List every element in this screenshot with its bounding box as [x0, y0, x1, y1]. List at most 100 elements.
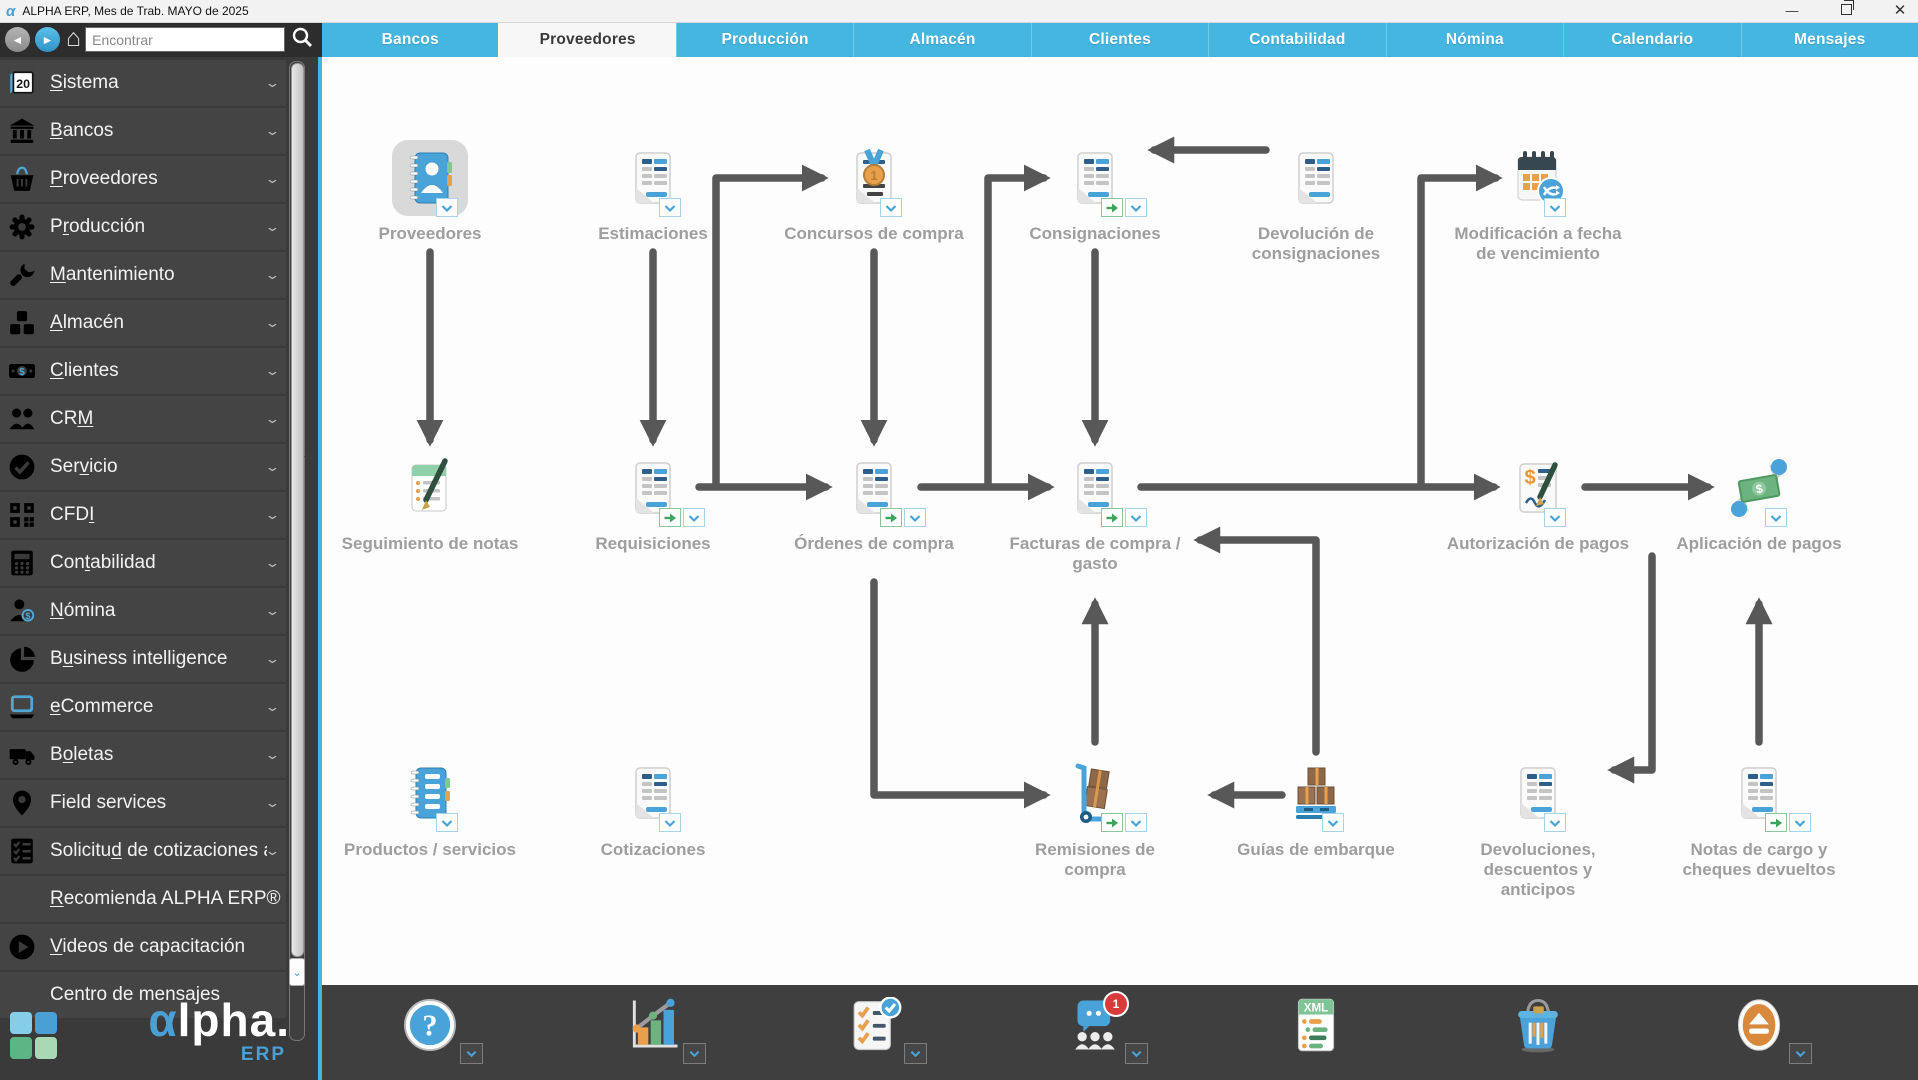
search-icon[interactable]	[291, 26, 313, 53]
tab-mensajes[interactable]: Mensajes	[1740, 22, 1918, 57]
sidebar-item-servicio[interactable]: Servicio⌄	[0, 444, 286, 490]
sidebar-item-ecommerce[interactable]: eCommerce⌄	[0, 684, 286, 730]
tab-nomina[interactable]: Nómina	[1385, 22, 1563, 57]
chevron-down-icon: ⌄	[264, 411, 281, 426]
window-grid-icon[interactable]	[10, 1012, 58, 1060]
sidebar-item-clientes[interactable]: Clientes⌄	[0, 348, 286, 394]
node-label: Facturas de compra / gasto	[1009, 534, 1181, 574]
tab-contabilidad[interactable]: Contabilidad	[1208, 22, 1385, 57]
quick-action-arrow-icon[interactable]	[1765, 813, 1787, 832]
eject-icon[interactable]	[1731, 997, 1787, 1053]
sidebar-item-produccion[interactable]: Producción⌄	[0, 204, 286, 250]
quick-action-arrow-icon[interactable]	[880, 508, 902, 527]
sidebar-scrollbar-thumb[interactable]	[290, 63, 304, 957]
chevron-down-icon[interactable]	[880, 198, 902, 217]
notepen-icon[interactable]	[398, 456, 462, 520]
tab-bancos[interactable]: Bancos	[381, 30, 439, 48]
tab-proveedores[interactable]: Proveedores	[498, 22, 676, 57]
chevron-down-icon[interactable]	[904, 508, 926, 527]
sidebar-item-cfdi[interactable]: CFDI⌄	[0, 492, 286, 538]
node-label: Productos / servicios	[344, 840, 516, 859]
chevron-down-icon[interactable]	[436, 198, 458, 217]
chevron-down-icon[interactable]	[1544, 508, 1566, 527]
chevron-down-icon[interactable]	[1789, 1043, 1812, 1064]
sidebar-item-solicitud-de-cotizaciones-a-c[interactable]: Solicitud de cotizaciones a C⌄	[0, 828, 286, 874]
scroll-down-icon[interactable]: ⌄	[289, 958, 305, 986]
doc-icon[interactable]	[1284, 146, 1348, 210]
tab-produccion[interactable]: Producción	[675, 22, 853, 57]
node-label: Autorización de pagos	[1446, 534, 1630, 553]
sidebar-item-label: Proveedores	[50, 168, 158, 189]
basket-icon[interactable]	[1510, 997, 1566, 1053]
quick-action-arrow-icon[interactable]	[1101, 508, 1123, 527]
minimize-button[interactable]: —	[1785, 3, 1799, 18]
sidebar-item-centro-de-mensajes[interactable]: Centro de mensajes	[0, 972, 286, 1018]
chevron-down-icon[interactable]	[683, 1043, 706, 1064]
chevron-down-icon[interactable]	[460, 1043, 483, 1064]
help-icon[interactable]	[402, 997, 458, 1053]
quick-action-arrow-icon[interactable]	[1101, 813, 1123, 832]
chevron-down-icon[interactable]	[436, 813, 458, 832]
tab-clientes[interactable]: Clientes	[1030, 22, 1208, 57]
chevron-down-icon[interactable]	[1125, 508, 1147, 527]
back-button[interactable]: ◄	[5, 27, 30, 52]
play-icon	[8, 932, 40, 962]
wrench-icon	[8, 260, 40, 290]
alpha-erp-logo: αlpha. ERP	[148, 994, 290, 1065]
sidebar-item-recomienda-alpha-erp[interactable]: Recomienda ALPHA ERP®	[0, 876, 286, 922]
xml-icon[interactable]	[1288, 997, 1344, 1053]
sidebar-item-proveedores[interactable]: Proveedores ⌄	[0, 156, 286, 202]
chevron-down-icon: ⌄	[264, 123, 281, 138]
chevron-down-icon[interactable]	[1544, 198, 1566, 217]
sidebar-item-boletas[interactable]: Boletas⌄	[0, 732, 286, 778]
chevron-down-icon[interactable]	[1322, 813, 1344, 832]
chevron-down-icon[interactable]	[1544, 813, 1566, 832]
stats-icon[interactable]	[625, 997, 681, 1053]
sidebar-edge-strip	[318, 57, 322, 1080]
sidebar-item-contabilidad[interactable]: Contabilidad⌄	[0, 540, 286, 586]
tasks-icon[interactable]	[846, 997, 902, 1053]
chevron-down-icon[interactable]	[1125, 198, 1147, 217]
close-button[interactable]: ✕	[1893, 2, 1907, 19]
node-label: Concursos de compra	[784, 224, 964, 243]
chevron-down-icon[interactable]	[904, 1043, 927, 1064]
sidebar-item-field-services[interactable]: Field services⌄	[0, 780, 286, 826]
sidebar-item-business-intelligence[interactable]: Business intelligence⌄	[0, 636, 286, 682]
sidebar-item-mantenimiento[interactable]: Mantenimiento⌄	[0, 252, 286, 298]
sidebar-item-crm[interactable]: CRM⌄	[0, 396, 286, 442]
node-label: Aplicación de pagos	[1676, 534, 1842, 553]
chevron-down-icon[interactable]	[1765, 508, 1787, 527]
node-label: Cotizaciones	[600, 840, 706, 859]
tab-almacen[interactable]: Almacén	[853, 22, 1030, 57]
sidebar-item-nomina[interactable]: Nómina⌄	[0, 588, 286, 634]
chevron-down-icon: ⌄	[264, 171, 281, 186]
chevron-down-icon[interactable]	[659, 198, 681, 217]
restore-button[interactable]	[1836, 0, 1856, 22]
sidebar-menu: Sistema⌄ Bancos ⌄ Proveedores ⌄ Producción⌄Ma…	[0, 60, 286, 1020]
sidebar-item-label: Boletas	[50, 744, 114, 765]
chevron-down-icon[interactable]	[683, 508, 705, 527]
sidebar-item-bancos[interactable]: Bancos ⌄	[0, 108, 286, 154]
sidebar-item-videos-de-capacitacion[interactable]: Videos de capacitación	[0, 924, 286, 970]
quick-action-arrow-icon[interactable]	[659, 508, 681, 527]
chevron-down-icon: ⌄	[264, 459, 281, 474]
sidebar-item-sistema[interactable]: Sistema⌄	[0, 60, 286, 106]
chevron-down-icon[interactable]	[1125, 813, 1147, 832]
forward-button[interactable]: ►	[35, 27, 60, 52]
quick-action-arrow-icon[interactable]	[1101, 198, 1123, 217]
chevron-down-icon[interactable]	[1125, 1043, 1148, 1064]
sidebar-item-label: Bancos	[50, 120, 114, 141]
tab-calendario[interactable]: Calendario	[1563, 22, 1740, 57]
sidebar-item-label: Centro de mensajes	[50, 984, 221, 1005]
collapse-sidebar-icon[interactable]: ◀	[304, 448, 314, 463]
sidebar-item-almacen[interactable]: Almacén⌄	[0, 300, 286, 346]
chevron-down-icon: ⌄	[264, 843, 281, 858]
search-input[interactable]	[85, 27, 286, 52]
social-icon[interactable]: 1	[1067, 991, 1129, 1053]
home-icon[interactable]: ⌂	[66, 23, 82, 52]
chevron-down-icon[interactable]	[659, 813, 681, 832]
chevron-down-icon[interactable]	[1789, 813, 1811, 832]
node-label: Proveedores	[378, 224, 482, 243]
sidebar-item-label: Contabilidad	[50, 552, 156, 573]
